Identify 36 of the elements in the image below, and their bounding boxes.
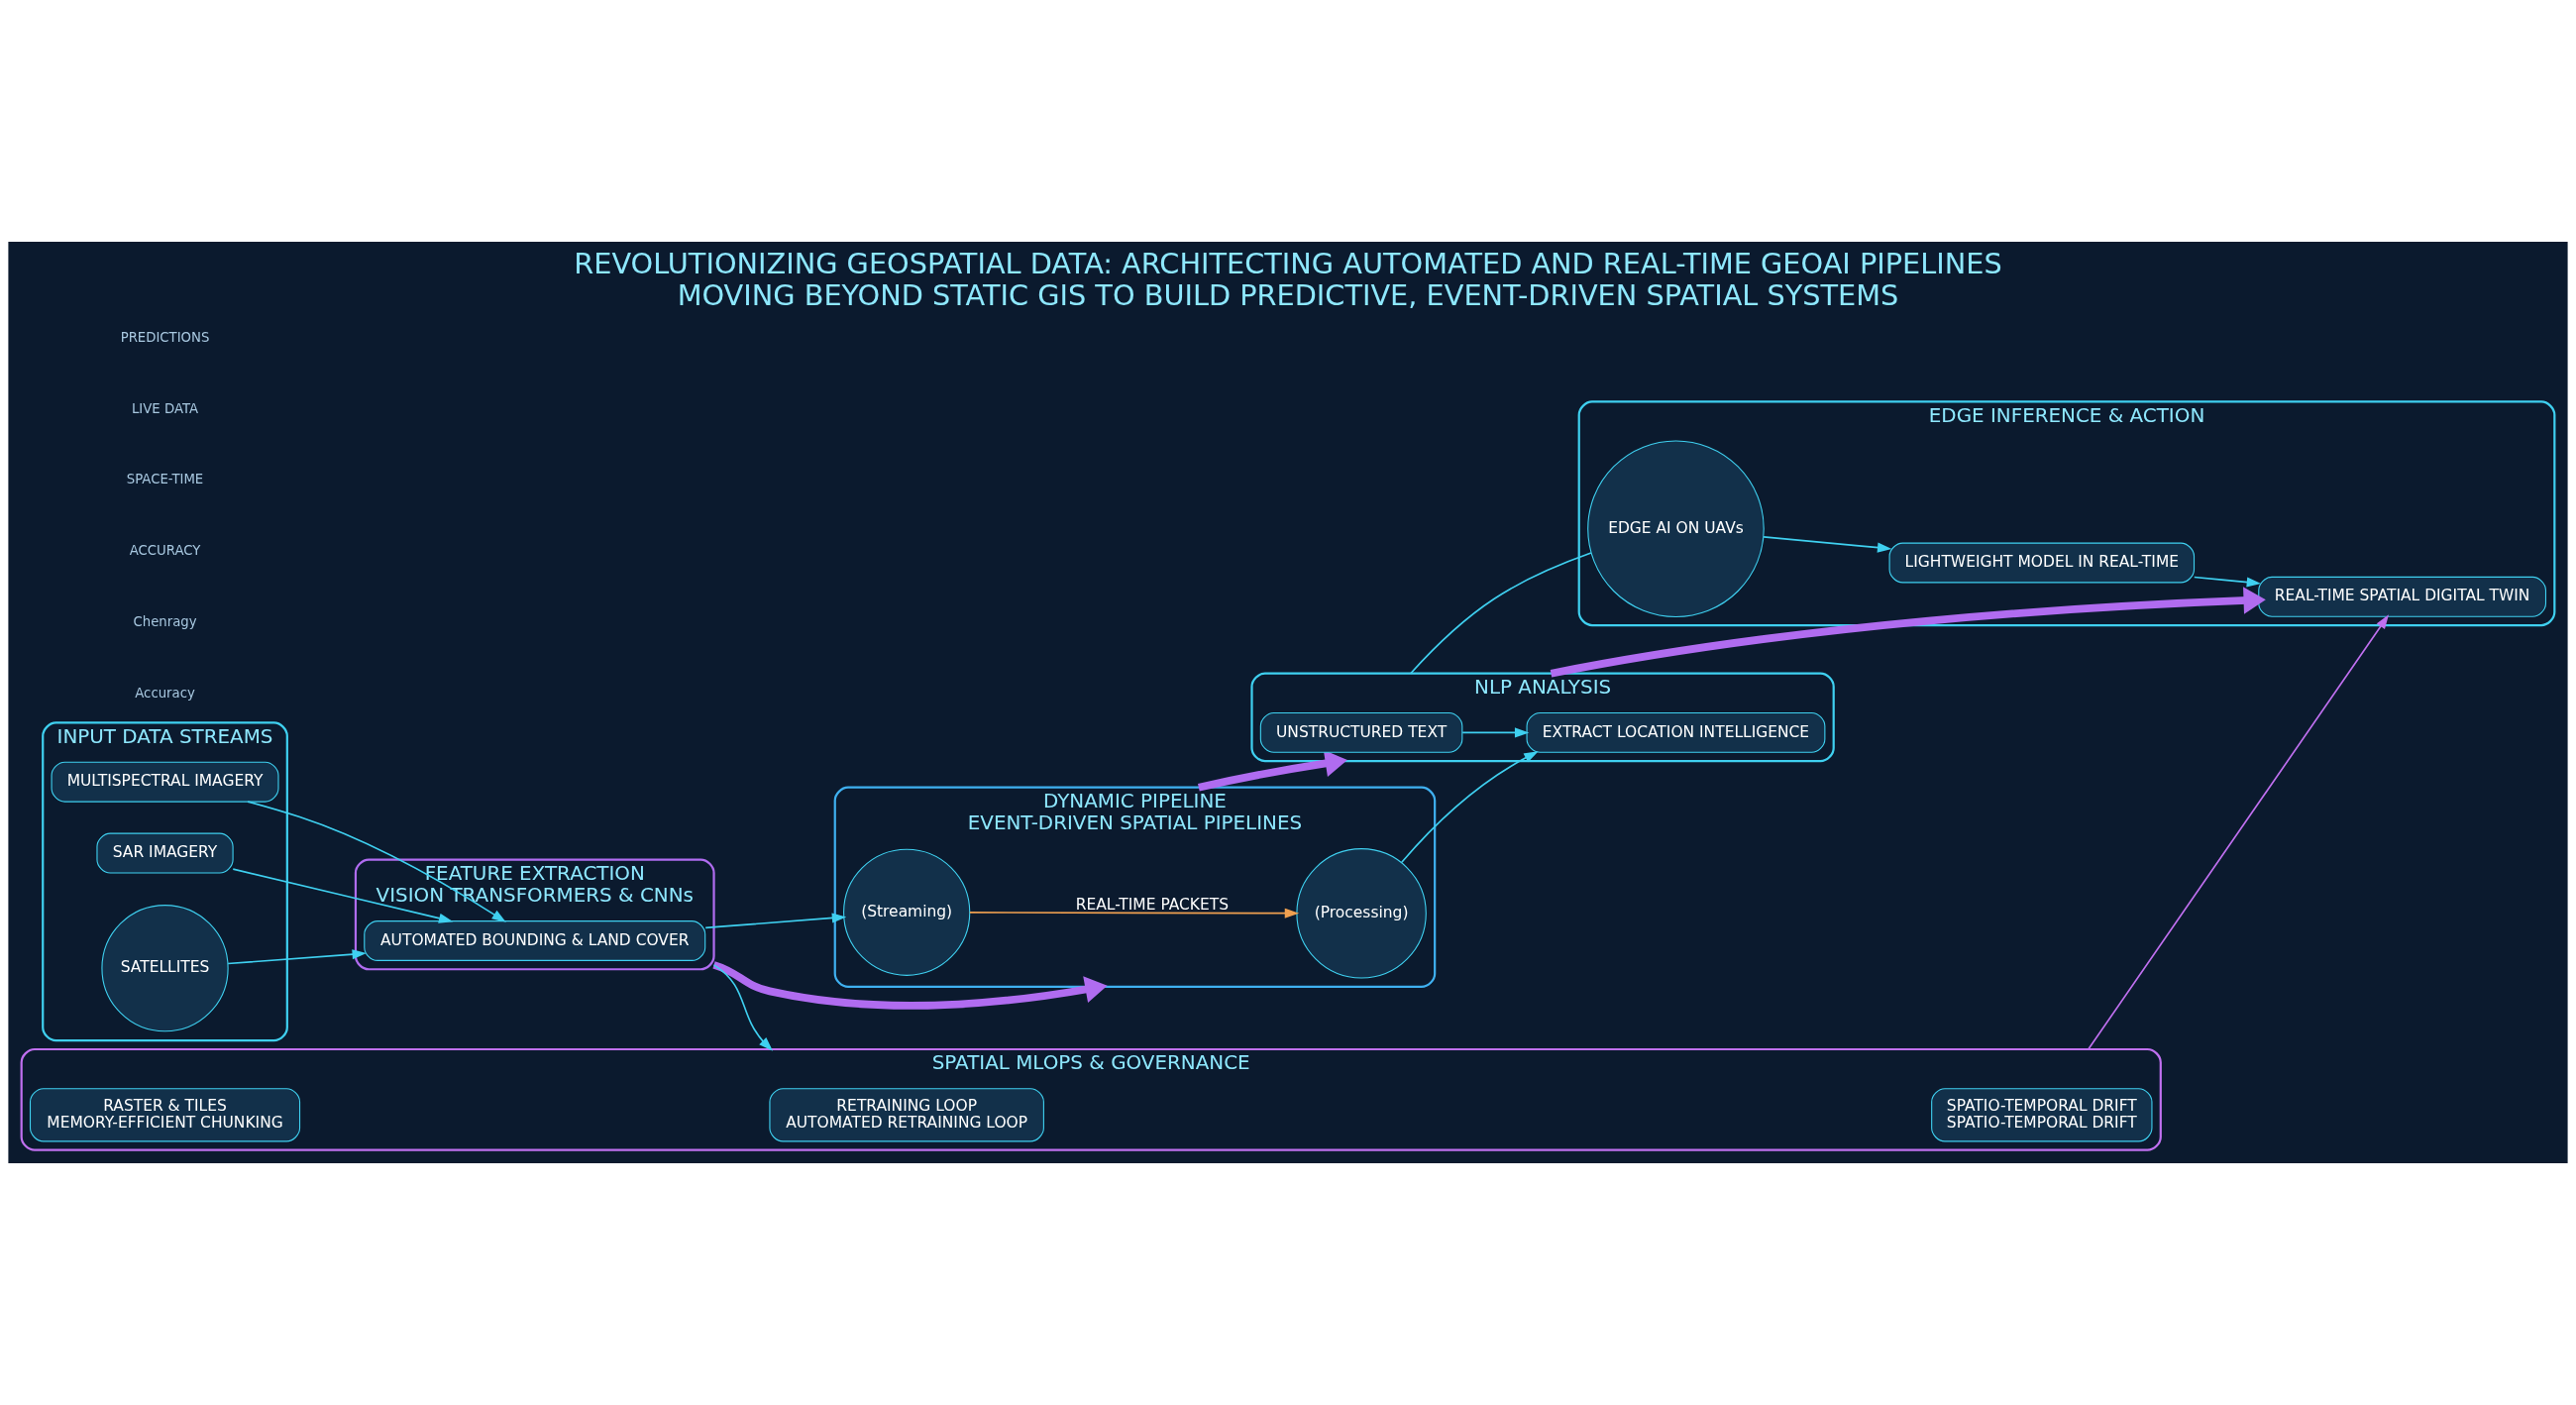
arrow <box>712 961 1108 1010</box>
arrow <box>1461 727 1530 738</box>
node-box: SPATIO-TEMPORAL DRIFT SPATIO-TEMPORAL DRIFT <box>1931 1088 2153 1142</box>
arrow <box>1401 751 1539 864</box>
node-circle: SATELLITES <box>101 905 229 1032</box>
node-circle: (Streaming) <box>843 848 971 976</box>
node-box: RASTER & TILES MEMORY-EFFICIENT CHUNKING <box>29 1088 301 1142</box>
node-box: AUTOMATED BOUNDING & LAND COVER <box>364 920 706 961</box>
node-box: SAR IMAGERY <box>96 832 234 874</box>
caption: MOVING BEYOND STATIC GIS TO BUILD PREDICTIVE, EVENT-DRIVEN SPATIAL SYSTEMS <box>677 277 1899 312</box>
node-box: MULTISPECTRAL IMAGERY <box>51 761 279 803</box>
connector <box>1409 552 1592 675</box>
arrow <box>2087 614 2390 1050</box>
node-box: UNSTRUCTURED TEXT <box>1259 711 1463 753</box>
arrow <box>232 868 454 923</box>
diagram-title: REVOLUTIONIZING GEOSPATIAL DATA: ARCHITECTING AUTOMATED AND REAL-TIME GEOAI PIPELINES <box>574 246 2002 280</box>
arrow <box>712 964 773 1051</box>
label: PREDICTIONS <box>120 329 210 345</box>
arrow <box>969 908 1300 919</box>
node-box: EXTRACT LOCATION INTELLIGENCE <box>1526 711 1826 753</box>
arrow <box>2193 576 2262 588</box>
arrow <box>1763 536 1892 553</box>
label: SPACE-TIME <box>126 472 204 487</box>
node-box: LIGHTWEIGHT MODEL IN REAL-TIME <box>1888 542 2196 584</box>
node-box: RETRAINING LOOP AUTOMATED RETRAINING LOOP <box>769 1088 1044 1142</box>
label: Chenragy <box>133 614 197 630</box>
node-circle: (Processing) <box>1296 848 1427 979</box>
label: LIVE DATA <box>131 400 199 416</box>
arrow <box>247 801 506 922</box>
arrow <box>227 949 367 965</box>
edge-label: REAL-TIME PACKETS <box>1075 895 1230 914</box>
node-box: REAL-TIME SPATIAL DIGITAL TWIN <box>2258 576 2547 617</box>
label: ACCURACY <box>129 543 201 559</box>
arrow <box>704 913 847 929</box>
node-circle: EDGE AI ON UAVs <box>1587 440 1765 618</box>
label: Accuracy <box>135 686 195 702</box>
